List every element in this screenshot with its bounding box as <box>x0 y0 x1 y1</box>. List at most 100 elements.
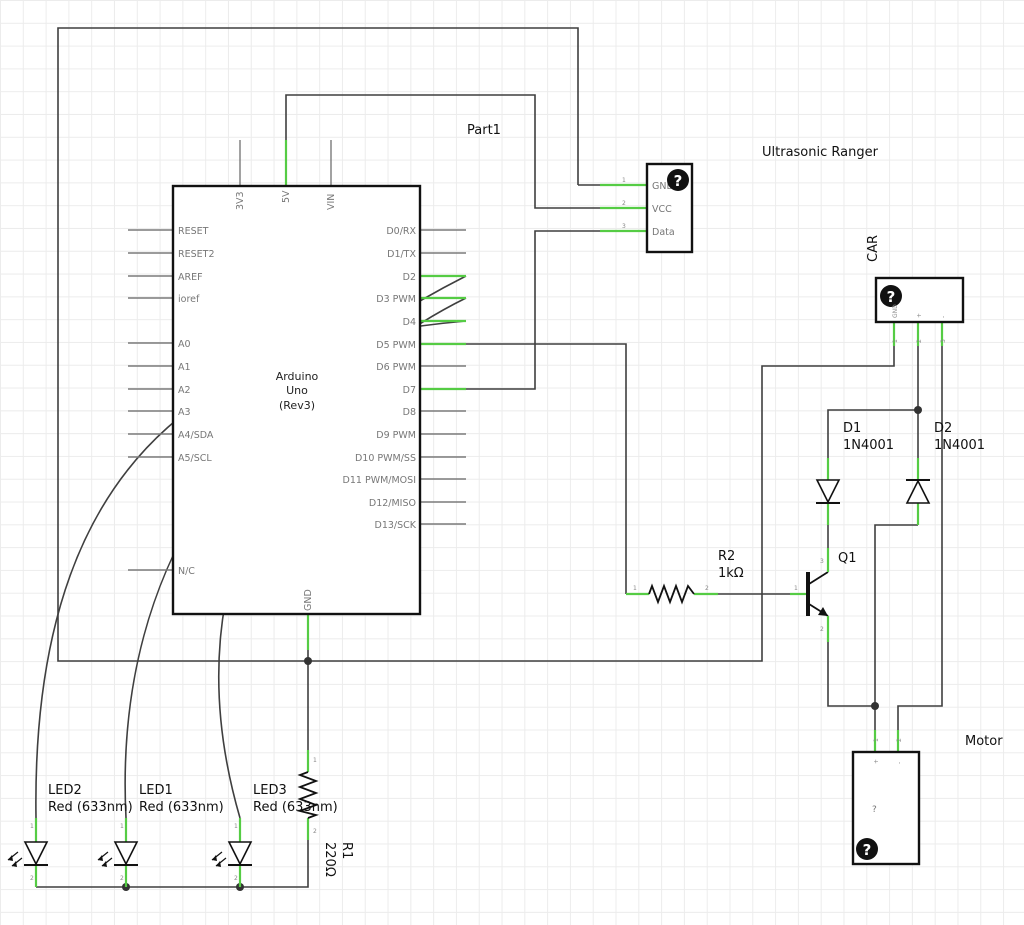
transistor-q1[interactable]: 1 3 2 Q1 <box>790 548 857 642</box>
motor-title: Motor <box>965 734 1003 749</box>
wire-led-common[interactable] <box>36 840 309 888</box>
arduino-name-2: Uno <box>286 384 308 397</box>
pin-d5: D5 PWM <box>376 340 416 351</box>
pin-d4: D4 <box>403 317 416 328</box>
arduino-uno[interactable]: 3V3 5V VIN GND RESET RESET2 AREF ioref A… <box>128 123 501 650</box>
led3-pin-1: 1 <box>234 823 238 830</box>
led2-color: Red (633nm) <box>48 800 133 815</box>
us-pin-num-1: 1 <box>622 177 626 184</box>
led2-pin-1: 1 <box>30 823 34 830</box>
car-unknown-icon <box>880 285 902 307</box>
pin-d3: D3 PWM <box>376 294 416 305</box>
led3-pin-2: 2 <box>234 875 238 882</box>
us-pin-data: Data <box>652 227 675 238</box>
pin-d7: D7 <box>403 385 416 396</box>
ultrasonic-ranger[interactable]: 1 2 3 GND VCC Data ? Ultrasonic Ranger <box>578 145 879 254</box>
car-pin-plus: + <box>916 313 923 318</box>
pin-a2: A2 <box>178 385 191 396</box>
pin-5v: 5V <box>281 190 292 203</box>
r2-value: 1kΩ <box>718 566 744 581</box>
led2[interactable]: 1 2 LED2 Red (633nm) <box>7 783 133 887</box>
us-unknown-mark: ? <box>674 172 683 190</box>
car-pin-num-3: 3 <box>940 339 947 343</box>
led1[interactable]: 1 2 LED1 Red (633nm) <box>97 783 224 887</box>
wire-gnd-loop[interactable] <box>57 27 895 662</box>
us-pin-num-3: 3 <box>622 223 626 230</box>
us-pin-gnd: GND <box>652 181 674 192</box>
r1-pin-1: 1 <box>313 757 317 764</box>
pin-d8: D8 <box>403 407 416 418</box>
diode-d1[interactable]: D1 1N4001 <box>815 421 894 525</box>
motor-unknown-mark: ? <box>863 841 872 859</box>
q1-name: Q1 <box>838 551 857 566</box>
arduino-body <box>171 184 422 616</box>
r1-name: R1 <box>339 842 354 859</box>
pin-aref: AREF <box>178 272 203 283</box>
q1-pin-2: 2 <box>820 626 824 633</box>
pin-a0: A0 <box>178 339 191 350</box>
us-pin-vcc: VCC <box>652 204 672 215</box>
car-unknown-mark: ? <box>887 288 896 306</box>
wire-d2-motor[interactable] <box>874 524 918 706</box>
r1-pin-2: 2 <box>313 828 317 835</box>
wire-emitter-motor[interactable] <box>827 642 876 730</box>
motor-unknown-icon <box>856 838 878 860</box>
us-unknown-icon <box>667 169 689 191</box>
pin-vin: VIN <box>326 194 337 210</box>
arduino-right-pin-lines <box>420 229 466 525</box>
q1-pin-1: 1 <box>794 585 798 592</box>
d1-name: D1 <box>843 421 861 436</box>
pin-a4: A4/SDA <box>178 430 214 441</box>
pin-d6: D6 PWM <box>376 362 416 373</box>
pin-d10: D10 PWM/SS <box>355 453 416 464</box>
pin-a3: A3 <box>178 407 191 418</box>
d2-part: 1N4001 <box>934 438 985 453</box>
led3-color: Red (633nm) <box>253 800 338 815</box>
arduino-name-3: (Rev3) <box>279 399 315 412</box>
pin-a5: A5/SCL <box>178 453 212 464</box>
motor-small-mark: ? <box>872 805 877 815</box>
pin-nc: N/C <box>178 566 195 577</box>
wire-5v-vcc[interactable] <box>285 94 600 209</box>
ultrasonic-title: Ultrasonic Ranger <box>762 145 879 160</box>
car-module[interactable]: ? GND + - 1 2 3 CAR <box>866 235 965 346</box>
car-pin-num-2: 2 <box>916 339 923 343</box>
motor-module[interactable]: 1 2 + - ? ? Motor <box>851 730 1003 866</box>
wire-d7-data[interactable] <box>466 230 600 390</box>
wire-car-minus[interactable] <box>897 346 943 730</box>
pin-reset2: RESET2 <box>178 249 214 260</box>
arduino-part-label: Part1 <box>467 123 501 138</box>
pin-a1: A1 <box>178 362 191 373</box>
motor-pin-num-2: 2 <box>896 738 903 742</box>
r2-pin-2: 2 <box>705 585 709 592</box>
led1-pin-1: 1 <box>120 823 124 830</box>
led1-pin-2: 2 <box>120 875 124 882</box>
resistor-r2[interactable]: 1 2 R2 1kΩ <box>626 549 744 605</box>
led2-name: LED2 <box>48 783 82 798</box>
pin-ioref: ioref <box>178 294 200 305</box>
led3[interactable]: 1 2 LED3 Red (633nm) <box>211 783 338 887</box>
led1-color: Red (633nm) <box>139 800 224 815</box>
arduino-left-pin-lines <box>128 229 173 571</box>
led3-name: LED3 <box>253 783 287 798</box>
car-pin-gnd: GND <box>892 304 899 318</box>
led2-pin-2: 2 <box>30 875 34 882</box>
r1-value: 220Ω <box>322 842 337 877</box>
wire-car-plus[interactable] <box>827 346 919 458</box>
wire-d5-r2[interactable] <box>466 343 627 594</box>
resistor-r1[interactable]: 1 2 R1 220Ω <box>296 750 354 877</box>
pin-d2: D2 <box>403 272 416 283</box>
pin-d9: D9 PWM <box>376 430 416 441</box>
pin-d12: D12/MISO <box>369 498 416 509</box>
led1-name: LED1 <box>139 783 173 798</box>
diode-d2[interactable]: D2 1N4001 <box>905 421 985 525</box>
pin-3v3: 3V3 <box>235 191 246 210</box>
car-pin-num-1: 1 <box>892 339 899 343</box>
d1-part: 1N4001 <box>843 438 894 453</box>
r2-name: R2 <box>718 549 735 564</box>
r2-pin-1: 1 <box>633 585 637 592</box>
motor-pin-plus: + <box>873 759 880 764</box>
pin-d0: D0/RX <box>386 226 416 237</box>
